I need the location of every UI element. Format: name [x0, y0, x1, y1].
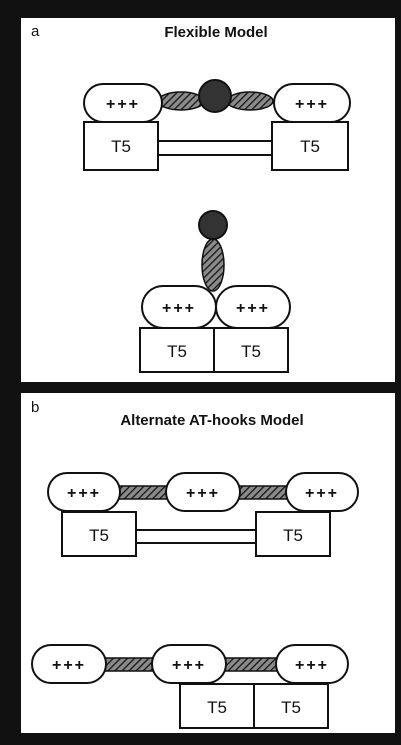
domain-pill-right [275, 644, 349, 684]
domain-pill-center [151, 644, 227, 684]
panel-a-label: a [31, 23, 40, 40]
t5-box-right [253, 683, 329, 729]
t5-box-left [139, 327, 215, 373]
domain-label: +++ [295, 96, 329, 113]
t5-label: T5 [167, 342, 187, 361]
at-hooks-adjacent: T5 T5 +++ +++ +++ [31, 644, 349, 729]
flexible-folded: +++ +++ T5 T5 [139, 210, 291, 373]
domain-label: +++ [162, 300, 196, 317]
t5-label: T5 [241, 342, 261, 361]
t5-box-right [255, 511, 331, 557]
linker-segment [221, 657, 283, 672]
panel-b-title: Alternate AT-hooks Model [120, 412, 303, 429]
panel-a: a Flexible Model T5 T5 +++ +++ +++ [21, 18, 395, 382]
domain-label: +++ [236, 300, 270, 317]
domain-label: +++ [295, 657, 329, 674]
t5-box-right [213, 327, 289, 373]
linker-segment [235, 485, 293, 500]
domain-label: +++ [52, 657, 86, 674]
domain-label: +++ [186, 485, 220, 502]
t5-label: T5 [283, 526, 303, 545]
domain-pill-left [47, 472, 121, 512]
domain-label: +++ [305, 485, 339, 502]
domain-label: +++ [172, 657, 206, 674]
t5-box-right [271, 121, 349, 171]
linker-segment [99, 657, 159, 672]
domain-label: +++ [106, 96, 140, 113]
domain-pill-right [285, 472, 359, 512]
domain-pill-left [83, 83, 163, 123]
at-hooks-spanning: T5 T5 +++ +++ +++ [47, 472, 359, 557]
t5-box-left [61, 511, 137, 557]
hinge-knob [198, 79, 232, 113]
domain-pill-left [31, 644, 107, 684]
panel-b: b Alternate AT-hooks Model T5 T5 +++ +++… [21, 393, 395, 733]
t5-label: T5 [281, 698, 301, 717]
flexible-extended: T5 T5 +++ +++ [83, 79, 351, 171]
t5-box-left [83, 121, 159, 171]
linker-folded [201, 238, 225, 292]
hinge-knob [198, 210, 228, 240]
t5-label: T5 [207, 698, 227, 717]
t5-label: T5 [89, 526, 109, 545]
domain-pill-center [165, 472, 241, 512]
domain-pill-right [273, 83, 351, 123]
linker-segment [113, 485, 173, 500]
panel-b-label: b [31, 399, 39, 416]
t5-label: T5 [111, 137, 131, 156]
t5-label: T5 [300, 137, 320, 156]
linker-segment [226, 91, 274, 111]
linker-segment [157, 91, 205, 111]
domain-label: +++ [67, 485, 101, 502]
panel-a-title: Flexible Model [164, 24, 267, 41]
